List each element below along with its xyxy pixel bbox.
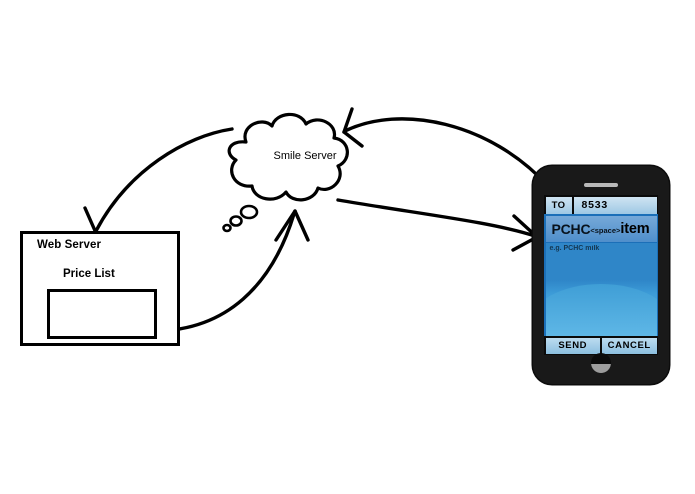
sms-message-prefix: PCHC (551, 220, 591, 237)
phone-home-button[interactable] (591, 353, 611, 373)
sms-recipient-row: TO 8533 (544, 195, 658, 214)
wallpaper-curve (545, 283, 657, 336)
sms-message-suffix: item (620, 220, 650, 237)
smile-server-cloud-icon (227, 112, 349, 202)
phone-speaker-icon (584, 183, 618, 187)
phone-device: TO 8533 PCHC<space>item e.g. PCHC milk S… (533, 166, 669, 384)
web-server-label: Web Server (37, 239, 102, 251)
arrow-cloud-to-phone (336, 198, 539, 252)
cloud-tail-bubbles-icon (222, 204, 259, 233)
arrow-cloud-to-web-server (83, 127, 234, 238)
price-list-label: Price List (63, 268, 115, 280)
phone-screen: TO 8533 PCHC<space>item e.g. PCHC milk S… (544, 195, 658, 355)
arrow-price-list-to-cloud (154, 209, 310, 333)
sms-recipient-input[interactable]: 8533 (573, 196, 657, 214)
sms-message-input[interactable]: PCHC<space>item (545, 215, 657, 242)
sms-message-space-token: <space> (590, 226, 621, 235)
price-list-box (47, 289, 157, 339)
phone-button-row: SEND CANCEL (544, 336, 658, 355)
send-button[interactable]: SEND (545, 337, 600, 354)
phone-wallpaper: e.g. PCHC milk (545, 243, 657, 336)
arrow-phone-to-cloud (342, 107, 550, 188)
sms-to-label: TO (545, 196, 572, 214)
sms-message-hint: e.g. PCHC milk (549, 245, 600, 252)
smile-server-label: Smile Server (273, 150, 337, 162)
web-server-node: Web Server Price List (20, 231, 180, 346)
cancel-button[interactable]: CANCEL (602, 337, 657, 354)
